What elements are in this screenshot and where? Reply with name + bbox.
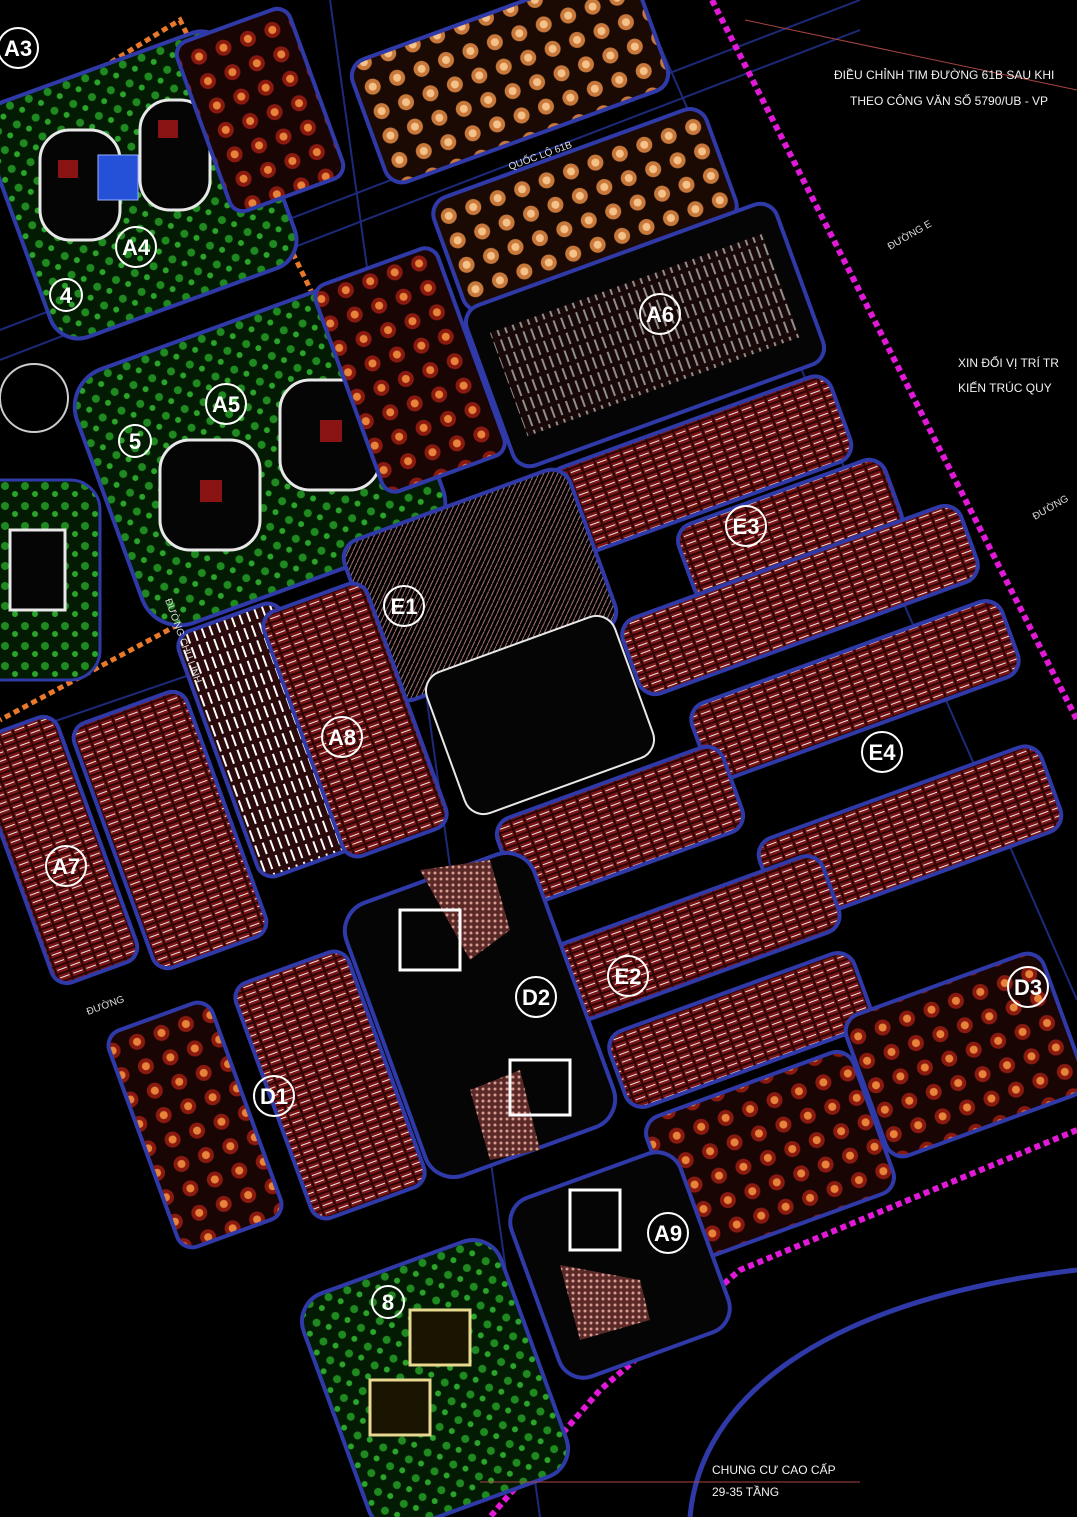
block-label-group: A3 A4 4 A5 5 A6 E3 E1 A8 E4 A7 D2 E2 D1 … xyxy=(0,27,1049,1319)
label-a9: A9 xyxy=(647,1212,689,1254)
label-a8: A8 xyxy=(321,716,363,758)
note-right-line1: XIN ĐỔI VỊ TRÍ TR xyxy=(958,355,1059,370)
block-a8 xyxy=(176,581,449,879)
label-e2: E2 xyxy=(607,955,649,997)
label-d2: D2 xyxy=(515,976,557,1018)
note-top-right-line2: THEO CÔNG VĂN SỐ 5790/UB - VP xyxy=(850,93,1048,108)
annotations: ĐIỀU CHỈNH TIM ĐƯỜNG 61B SAU KHI THEO CÔ… xyxy=(480,19,1077,1499)
label-a6-text: A6 xyxy=(646,302,674,327)
label-e1-text: E1 xyxy=(391,594,418,619)
label-e2-text: E2 xyxy=(615,964,642,989)
label-4: 4 xyxy=(49,278,83,312)
block-d1 xyxy=(106,949,427,1250)
label-e3-text: E3 xyxy=(733,514,760,539)
label-8-text: 8 xyxy=(382,1290,394,1315)
note-right-line2: KIẾN TRÚC QUY xyxy=(958,380,1052,395)
label-d1: D1 xyxy=(253,1075,295,1117)
block-a9 xyxy=(508,1150,732,1380)
label-d3-text: D3 xyxy=(1014,975,1042,1000)
label-a4: A4 xyxy=(115,226,157,268)
block-a6 xyxy=(463,201,827,469)
label-a7: A7 xyxy=(45,845,87,887)
label-8: 8 xyxy=(371,1285,405,1319)
block-d2 xyxy=(342,850,618,1180)
block-villas-lower xyxy=(644,951,1077,1261)
label-a3-text: A3 xyxy=(4,36,32,61)
road-label-right-mid: ĐƯỜNG xyxy=(1030,492,1071,523)
label-a5-text: A5 xyxy=(212,392,240,417)
label-a6: A6 xyxy=(639,293,681,335)
magenta-boundary xyxy=(709,0,1077,722)
block-red-strip xyxy=(174,6,507,494)
block-e1 xyxy=(341,467,655,816)
label-a7-text: A7 xyxy=(52,854,80,879)
label-e1: E1 xyxy=(383,585,425,627)
lake-edge xyxy=(687,1267,1077,1517)
note-bottom-line2: 29-35 TẦNG xyxy=(712,1484,779,1499)
label-a5: A5 xyxy=(205,383,247,425)
block-left-tower xyxy=(0,478,102,682)
label-e3: E3 xyxy=(725,505,767,547)
label-d3: D3 xyxy=(1007,966,1049,1008)
label-5: 5 xyxy=(118,424,152,458)
label-e4-text: E4 xyxy=(869,740,897,765)
label-a4-text: A4 xyxy=(122,235,151,260)
label-a9-text: A9 xyxy=(654,1221,682,1246)
roundabout xyxy=(0,363,69,433)
label-d2-text: D2 xyxy=(522,985,550,1010)
block-8 xyxy=(300,1238,570,1517)
label-5-text: 5 xyxy=(129,429,141,454)
note-bottom-line1: CHUNG CƯ CAO CẤP xyxy=(712,1462,836,1477)
road-label-lower-left: ĐƯỜNG xyxy=(85,992,127,1018)
label-e4: E4 xyxy=(861,731,903,773)
label-4-text: 4 xyxy=(60,283,73,308)
road-label-right-top: ĐƯỜNG E xyxy=(885,217,934,253)
label-a3: A3 xyxy=(0,27,39,69)
note-top-right-line1: ĐIỀU CHỈNH TIM ĐƯỜNG 61B SAU KHI xyxy=(834,67,1054,82)
label-d1-text: D1 xyxy=(260,1084,288,1109)
label-a8-text: A8 xyxy=(328,725,356,750)
